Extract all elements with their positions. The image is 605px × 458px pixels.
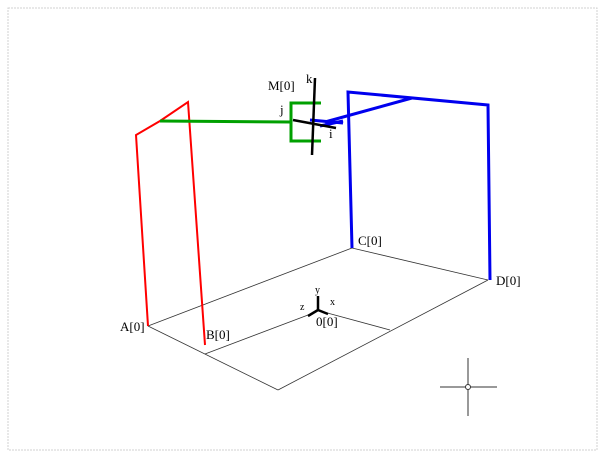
label-c: C[0] [358,233,382,248]
blue-path [309,90,492,281]
label-b: B[0] [206,327,230,342]
label-d: D[0] [496,273,521,288]
label-frame-k: k [306,71,313,86]
floor-plane [147,247,489,391]
label-origin: 0[0] [316,314,338,329]
frame-m-axes [292,77,337,156]
green-path [159,101,321,143]
label-frame-i: i [329,126,333,141]
crosshair-cursor [440,358,497,416]
label-axis-x: x [330,297,335,308]
viewport-border [7,7,598,451]
label-m: M[0] [268,78,295,93]
label-a: A[0] [120,319,145,334]
origin-axes [307,296,329,318]
label-axis-y: y [315,285,320,296]
label-axis-z: z [300,302,305,313]
label-frame-j: j [279,102,284,117]
